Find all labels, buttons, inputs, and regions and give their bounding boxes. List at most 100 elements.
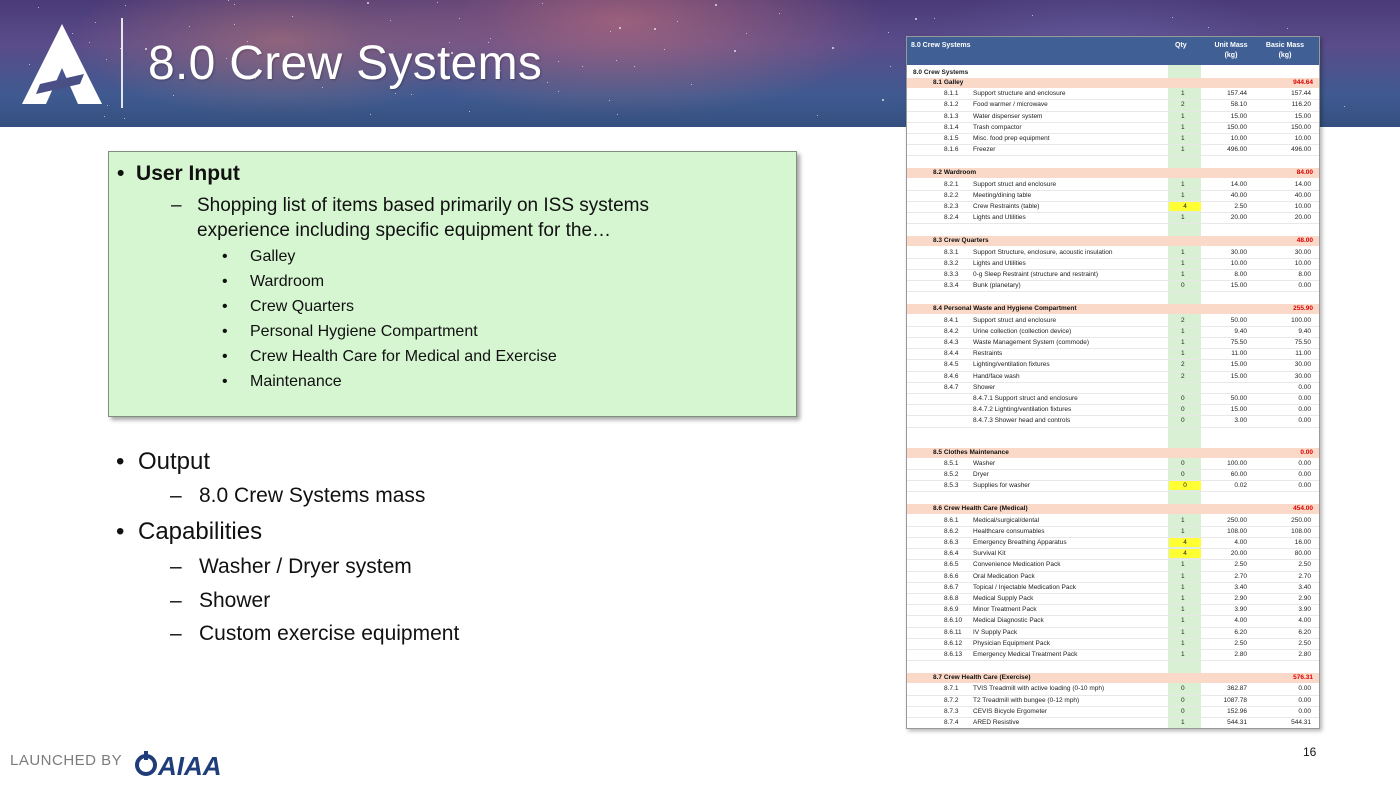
item-qty: 1 <box>1181 180 1185 188</box>
item-description: 8.4.7.2 Lighting/ventilation fixtures <box>973 406 1072 414</box>
section-total: 0.00 <box>1300 448 1313 456</box>
item-unit-mass: 544.31 <box>1227 719 1247 726</box>
item-qty: 1 <box>1181 191 1185 199</box>
item-basic-mass: 20.00 <box>1294 214 1311 222</box>
item-qty: 1 <box>1181 248 1185 256</box>
item-qty: 2 <box>1181 361 1185 369</box>
item-qty: 0 <box>1181 707 1185 715</box>
item-basic-mass: 100.00 <box>1291 316 1311 324</box>
item-basic-mass: 4.00 <box>1298 617 1311 625</box>
item-unit-mass: 15.00 <box>1230 406 1247 414</box>
star-dot <box>38 7 39 8</box>
item-description: Emergency Medical Treatment Pack <box>973 651 1078 658</box>
section-total: 48.00 <box>1296 237 1313 245</box>
user-input-box: • User Input – Shopping list of items ba… <box>108 151 797 417</box>
item-id: 8.6.12 <box>944 639 963 647</box>
item-unit-mass: 362.87 <box>1227 685 1247 693</box>
section-name: 8.3 Crew Quarters <box>933 237 989 245</box>
row-divider <box>907 291 1319 293</box>
item-qty: 1 <box>1181 583 1185 591</box>
star-dot <box>616 60 617 61</box>
section-row: 8.6 Crew Health Care (Medical)454.00 <box>907 504 1319 515</box>
star-dot <box>558 61 559 62</box>
star-dot <box>228 0 229 1</box>
star-dot <box>512 56 513 57</box>
column-header: Unit Mass (kg) <box>1214 42 1248 59</box>
star-dot <box>173 95 174 96</box>
item-id: 8.1.4 <box>944 123 959 131</box>
star-dot <box>610 31 611 32</box>
crew-systems-spreadsheet: 8.0 Crew Systems Qty Unit Mass (kg) Basi… <box>906 36 1320 729</box>
star-dot <box>1032 15 1033 16</box>
item-basic-mass: 0.00 <box>1298 395 1311 402</box>
item-basic-mass: 10.00 <box>1294 259 1311 267</box>
item-unit-mass: 3.00 <box>1234 417 1247 425</box>
bullet-icon: • <box>117 162 137 185</box>
item-qty: 4 <box>1169 202 1201 211</box>
item-id: 8.3.2 <box>944 259 959 267</box>
column-header: Qty <box>1175 42 1187 49</box>
item-unit-mass: 14.00 <box>1230 180 1247 188</box>
dash-icon: – <box>170 555 182 578</box>
item-description: Survival Kit <box>973 550 1006 558</box>
item-basic-mass: 30.00 <box>1294 248 1311 256</box>
item-description: Bunk (planetary) <box>973 282 1021 290</box>
row-divider <box>907 381 1319 383</box>
item-description: Washer <box>973 459 996 467</box>
item-qty: 1 <box>1181 90 1185 98</box>
item-description: Medical Supply Pack <box>973 595 1034 602</box>
item-basic-mass: 10.00 <box>1294 203 1311 210</box>
item-qty: 4 <box>1169 549 1201 559</box>
item-qty: 1 <box>1181 561 1185 569</box>
item-id: 8.7.4 <box>944 719 959 726</box>
item-basic-mass: 3.40 <box>1298 583 1311 591</box>
item-id: 8.6.10 <box>944 617 963 625</box>
item-unit-mass: 3.40 <box>1234 583 1247 591</box>
item-unit-mass: 15.00 <box>1230 361 1247 369</box>
item-id: 8.4.1 <box>944 316 959 324</box>
item-qty: 1 <box>1181 259 1185 267</box>
item-description: Physician Equipment Pack <box>973 639 1050 647</box>
list-item: •Galley <box>222 248 296 265</box>
row-divider <box>907 559 1319 561</box>
item-qty: 1 <box>1181 572 1185 580</box>
star-dot <box>125 5 126 6</box>
section-name: 8.7 Crew Health Care (Exercise) <box>933 674 1031 682</box>
star-dot <box>437 2 438 3</box>
item-description: Shower <box>973 383 996 391</box>
item-basic-mass: 0.00 <box>1298 707 1311 715</box>
item-id: 8.7.3 <box>944 707 959 715</box>
item-basic-mass: 30.00 <box>1294 372 1311 380</box>
item-qty: 0 <box>1181 395 1185 402</box>
item-id: 8.4.2 <box>944 327 959 335</box>
item-unit-mass: 250.00 <box>1227 516 1247 524</box>
item-description: Support structure and enclosure <box>973 90 1066 98</box>
row-divider <box>907 415 1319 417</box>
star-dot <box>145 48 147 50</box>
item-qty: 1 <box>1181 123 1185 131</box>
star-dot <box>89 42 90 43</box>
item-qty: 1 <box>1181 606 1185 614</box>
output-item: –8.0 Crew Systems mass <box>170 484 426 507</box>
item-unit-mass: 152.96 <box>1227 707 1247 715</box>
item-qty: 4 <box>1169 538 1201 547</box>
item-qty: 0 <box>1169 481 1201 491</box>
item-qty: 1 <box>1181 639 1185 647</box>
section-name: 8.4 Personal Waste and Hygiene Compartme… <box>933 305 1077 313</box>
column-header: 8.0 Crew Systems <box>911 42 971 49</box>
item-basic-mass: 0.00 <box>1298 459 1311 467</box>
section-total: 84.00 <box>1296 169 1313 177</box>
item-qty: 1 <box>1181 617 1185 625</box>
item-qty: 0 <box>1181 685 1185 693</box>
list-item: •Maintenance <box>222 373 342 390</box>
user-input-heading: • User Input <box>117 162 240 185</box>
item-basic-mass: 544.31 <box>1291 719 1311 726</box>
row-divider <box>907 570 1319 572</box>
item-basic-mass: 2.70 <box>1298 572 1311 580</box>
item-unit-mass: 8.00 <box>1234 271 1247 278</box>
item-unit-mass: 496.00 <box>1227 146 1247 154</box>
item-description: Restraints <box>973 350 1003 358</box>
row-divider <box>907 325 1319 327</box>
